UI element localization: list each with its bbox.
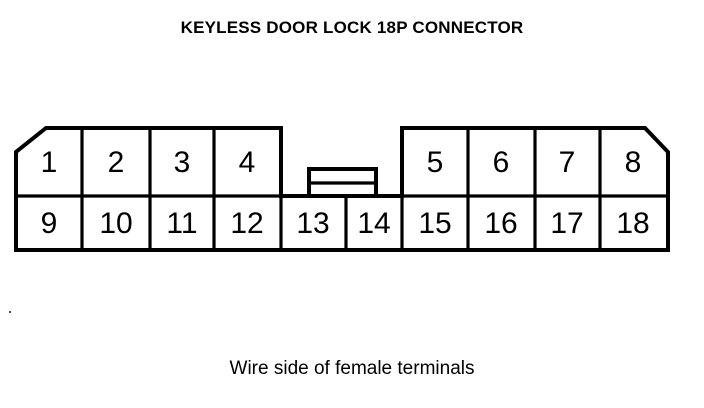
figure-caption: Wire side of female terminals: [229, 358, 475, 379]
pin-number-14: 14: [357, 207, 390, 240]
scan-speck: [9, 311, 11, 313]
pin-number-17: 17: [550, 207, 583, 240]
pin-number-2: 2: [108, 146, 125, 179]
connector-outline: [14, 126, 670, 252]
pin-number-3: 3: [174, 146, 191, 179]
pin-number-5: 5: [427, 146, 444, 179]
pin-number-8: 8: [625, 146, 642, 179]
pin-number-18: 18: [616, 207, 649, 240]
pin-number-13: 13: [296, 207, 329, 240]
pin-number-10: 10: [99, 207, 132, 240]
pin-number-6: 6: [493, 146, 510, 179]
pin-number-16: 16: [484, 207, 517, 240]
pin-number-7: 7: [559, 146, 576, 179]
pin-number-9: 9: [41, 207, 58, 240]
pin-number-15: 15: [418, 207, 451, 240]
page-title: KEYLESS DOOR LOCK 18P CONNECTOR: [180, 18, 524, 37]
pin-number-11: 11: [166, 207, 197, 240]
pin-number-4: 4: [239, 146, 256, 179]
pin-number-12: 12: [230, 207, 263, 240]
pin-number-1: 1: [41, 146, 58, 179]
